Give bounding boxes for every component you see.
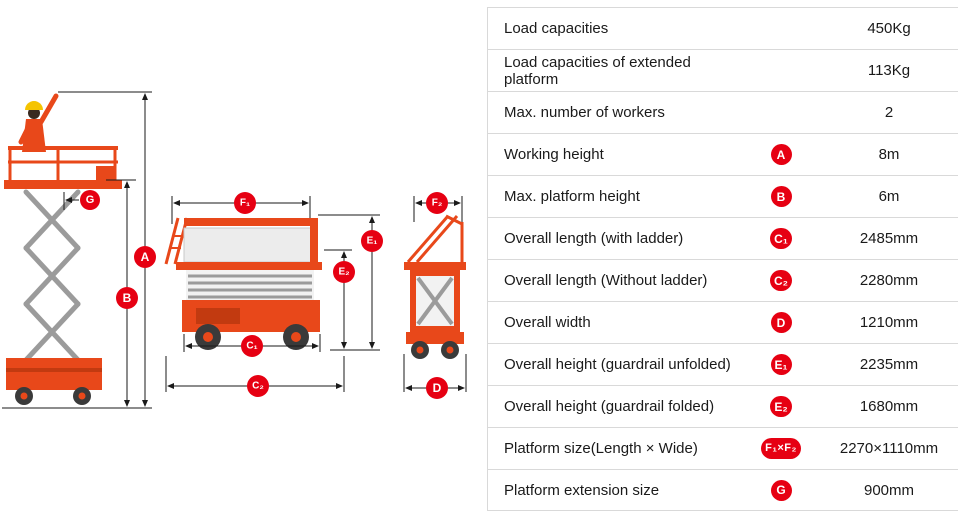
spec-value: 2235mm [859,356,919,373]
dimension-badge: B [770,186,792,207]
table-row: Max. platform height B 6m [488,175,958,217]
badge-f2-label: F₂ [432,198,443,209]
spec-label: Max. platform height [504,188,640,205]
side-view-machine [164,217,322,350]
spec-label: Overall length (Without ladder) [504,272,708,289]
spec-label: Working height [504,146,604,163]
badge-overall-height-unfolded: E₁ [361,230,383,252]
spec-value: 1210mm [859,314,919,331]
badge-overall-height-folded: E₂ [333,261,355,283]
table-row: Max. number of workers 2 [488,91,958,133]
dimension-badge: F₁×F₂ [761,438,801,459]
table-row: Platform extension size G 900mm [488,469,958,511]
badge-column: G [742,479,820,501]
safety-helmet [25,101,43,110]
folded-guardrail-panel [183,227,317,263]
badge-d-label: D [433,381,442,395]
badge-platform-height: B [116,287,138,309]
worker-figure [18,93,59,152]
badge-column: E₁ [742,354,820,375]
badge-g-label: G [86,194,95,206]
dimension-badge: G [770,479,792,501]
spec-label: Overall height (guardrail unfolded) [504,356,731,373]
chassis-base [6,358,102,405]
spec-value: 2 [884,104,894,121]
control-box [96,166,114,180]
dimension-badge: E₁ [770,354,792,375]
badge-column [742,60,820,81]
badge-platform-width: F₂ [426,192,448,214]
badge-column: E₂ [742,396,820,417]
table-row: Overall width D 1210mm [488,301,958,343]
scissor-mechanism [23,189,81,363]
table-row: Overall length (Without ladder) C₂ 2280m… [488,259,958,301]
spec-label: Max. number of workers [504,104,665,121]
badge-column: D [742,312,820,333]
badge-overall-width: D [426,377,448,399]
dimension-badge: D [770,312,792,333]
badge-column: C₂ [742,270,820,291]
front-view: F₂ D [403,192,467,399]
spec-label: Overall height (guardrail folded) [504,398,715,415]
badge-c2-label: C₂ [252,381,264,392]
spec-label: Platform extension size [504,481,660,499]
spec-value: 1680mm [859,398,919,415]
folded-guardrail [406,215,450,263]
table-row: Working height A 8m [488,133,958,175]
badge-a-label: A [141,250,150,264]
folded-scissor-stack [186,270,314,300]
badge-column [742,18,820,39]
badge-column: A [742,144,820,165]
spec-value: 2280mm [859,272,919,289]
spec-label: Overall length (with ladder) [504,230,684,247]
table-row: Platform size(Length × Wide) F₁×F₂ 2270×… [488,427,958,469]
dimension-badge: C₂ [770,270,792,291]
spec-label: Load capacities [504,20,609,37]
spec-value: 450Kg [867,20,911,37]
dimension-badge: A [770,144,792,165]
spec-value: 2270×1110mm [839,440,939,457]
badge-overall-length-with-ladder: C₁ [241,335,263,357]
badge-e1-label: E₁ [367,236,378,247]
ladder [164,217,180,265]
badge-platform-extension: G [80,190,100,210]
badge-column: F₁×F₂ [742,438,820,459]
table-row: Load capacities 450Kg [488,7,958,49]
table-row: Load capacities of extended platform 113… [488,49,958,91]
spec-value: 113Kg [867,62,911,79]
table-row: Overall length (with ladder) C₁ 2485mm [488,217,958,259]
spec-value: 900mm [863,481,915,499]
spec-label: Platform size(Length × Wide) [504,440,698,457]
elevated-view: A B G [2,91,156,409]
platform-guardrail [4,146,122,189]
dimension-badge: E₂ [770,396,792,417]
spec-value: 8m [878,146,900,163]
scissor-lift-diagram: A B G [2,91,467,409]
table-row: Overall height (guardrail unfolded) E₁ 2… [488,343,958,385]
spec-label: Load capacities of extended platform [504,53,691,88]
badge-e2-label: E₂ [338,267,349,278]
badge-b-label: B [123,291,132,305]
badge-working-height: A [134,246,156,268]
front-view-machine [404,214,466,359]
spec-value: 6m [878,188,900,205]
badge-column: B [742,186,820,207]
badge-f1-label: F₁ [240,198,250,209]
spec-table: Load capacities 450Kg Load capacities of… [487,7,958,511]
badge-c1-label: C₁ [246,341,257,352]
spec-label: Overall width [504,314,591,331]
side-view: E₁ E₂ C₁ C₂ F₁ [164,192,383,397]
spec-value: 2485mm [859,230,919,247]
badge-platform-length: F₁ [234,192,256,214]
badge-overall-length-without-ladder: C₂ [247,375,269,397]
badge-column [742,102,820,123]
dimension-badge: C₁ [770,228,792,249]
badge-column: C₁ [742,228,820,249]
table-row: Overall height (guardrail folded) E₂ 168… [488,385,958,427]
